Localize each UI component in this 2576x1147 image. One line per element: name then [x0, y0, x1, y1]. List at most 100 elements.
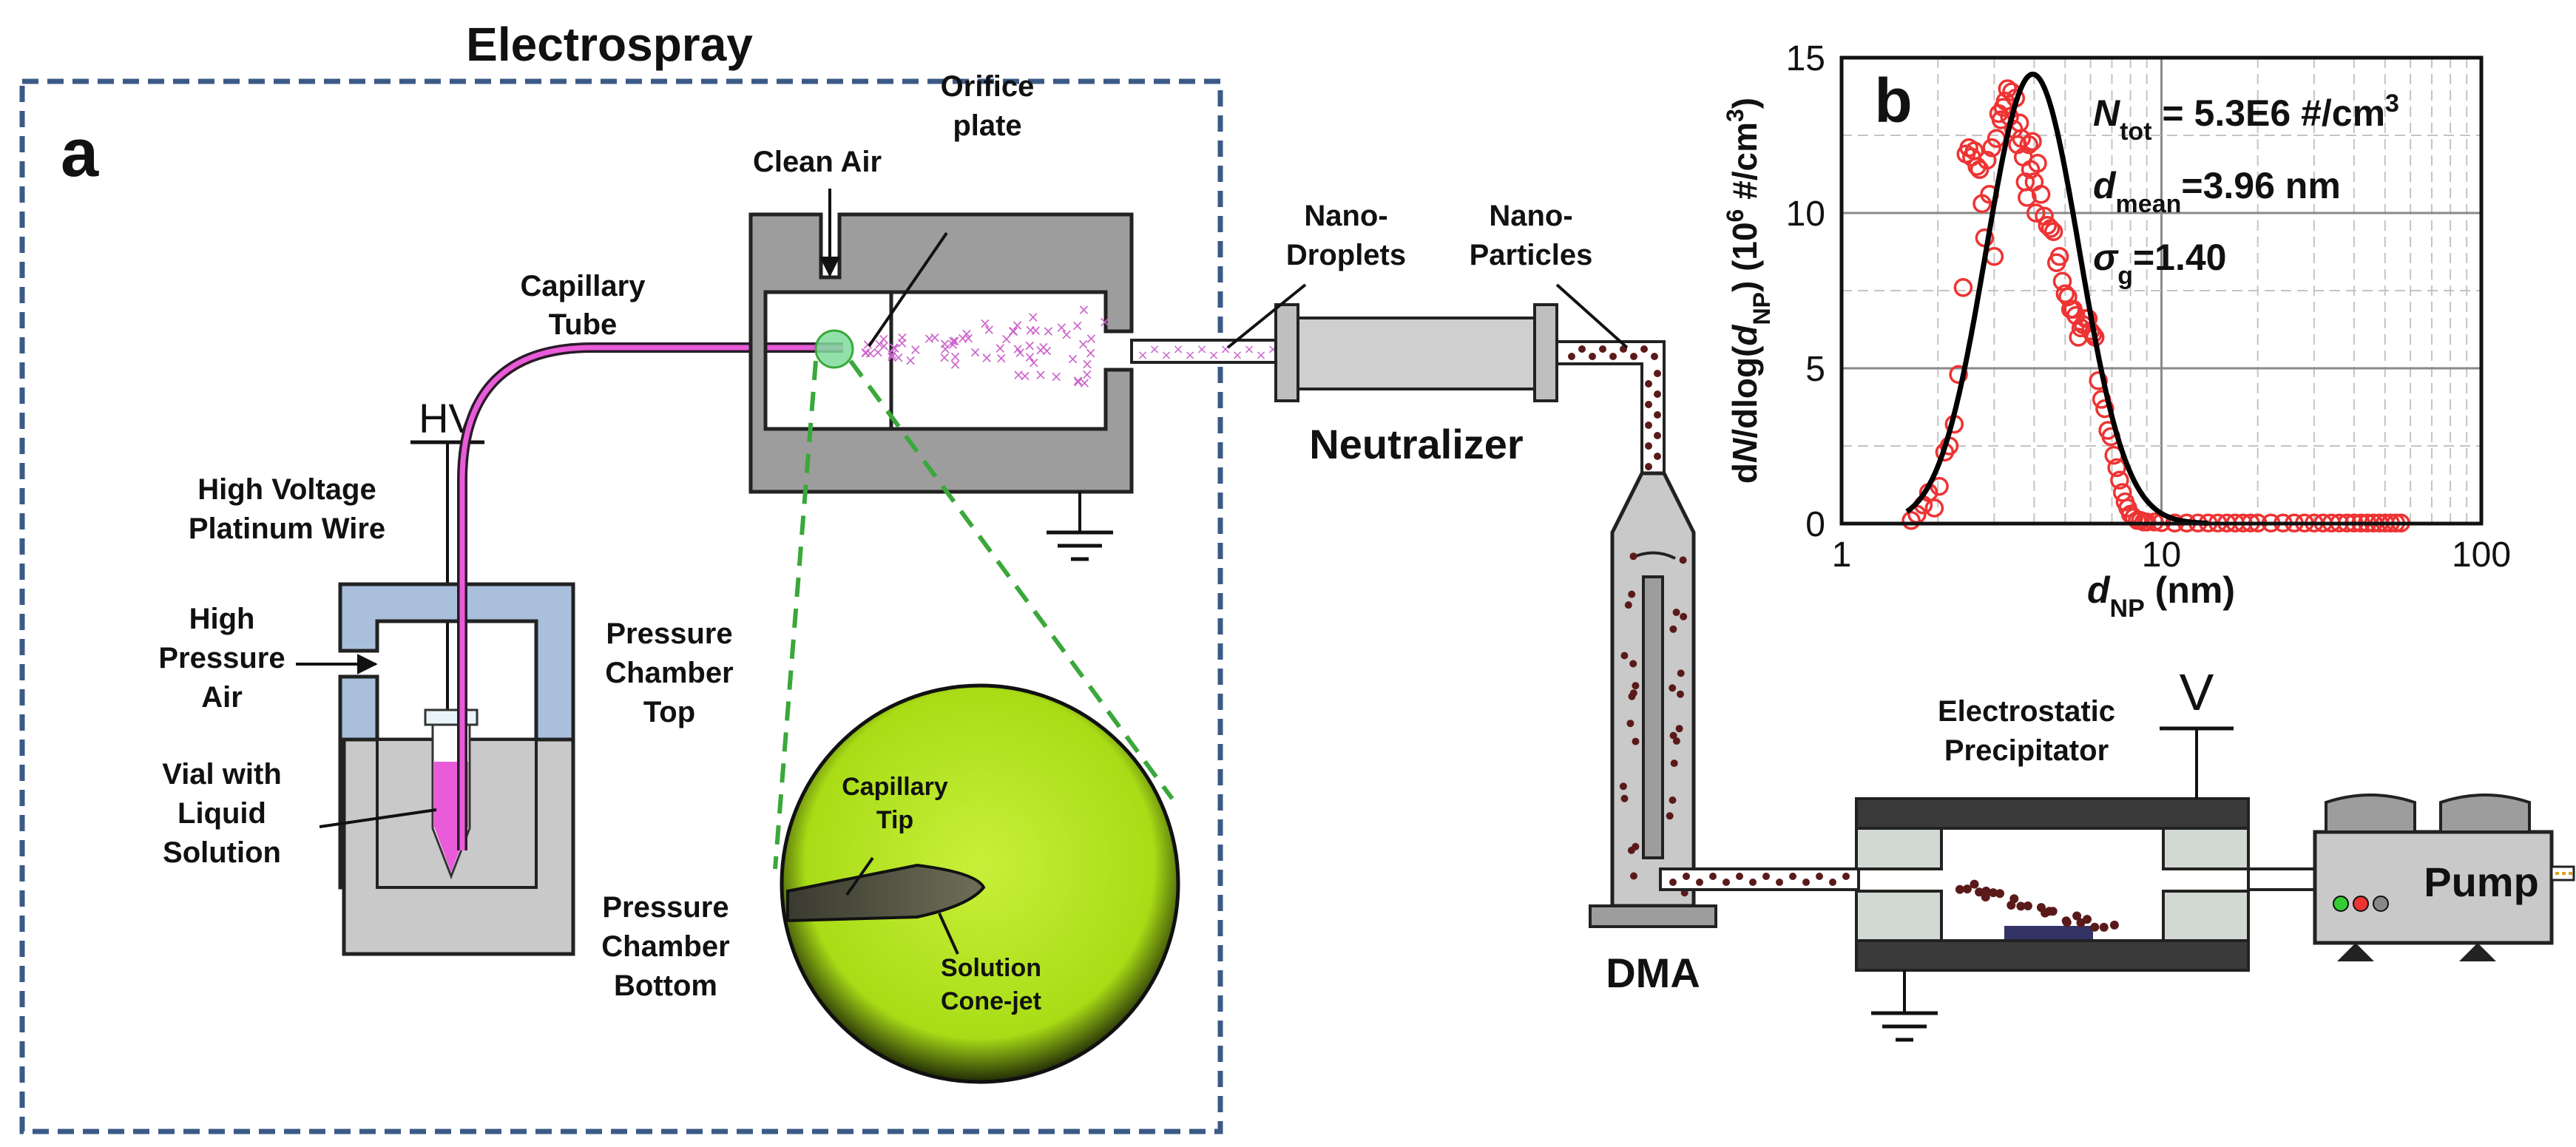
particle — [1666, 812, 1674, 820]
droplet: × — [896, 334, 908, 351]
capillary-tube-liquid — [459, 345, 843, 850]
ntot-symbol: N — [2093, 92, 2120, 134]
nano-droplets-label-2: Droplets — [1286, 239, 1406, 271]
particle — [2099, 922, 2109, 932]
particle — [2090, 922, 2100, 932]
particle — [1645, 380, 1652, 388]
particle — [1630, 872, 1637, 880]
capillary-tube-label-2: Tube — [549, 308, 618, 341]
cone-jet-leader — [938, 913, 959, 955]
cone-jet-label-2: Cone-jet — [941, 987, 1041, 1015]
pc-top-label-2: Chamber — [605, 657, 733, 689]
droplet: × — [1000, 330, 1013, 348]
nano-droplets-leader — [1226, 283, 1307, 349]
droplet: × — [981, 349, 993, 367]
particle — [1626, 720, 1634, 728]
particle — [2016, 901, 2026, 911]
neutralizer-flange-left — [1274, 303, 1299, 402]
pc-bottom-label-2: Chamber — [601, 930, 729, 963]
droplet: × — [947, 332, 959, 350]
hv-wire-label-1: High Voltage — [197, 473, 376, 506]
droplet: × — [1013, 365, 1025, 383]
ntot-value: = 5.3E6 #/cm — [2152, 92, 2386, 134]
plot-frame-top — [1839, 55, 2484, 526]
particle — [1789, 873, 1796, 880]
droplet: × — [949, 348, 961, 365]
droplet: × — [1077, 335, 1089, 353]
droplet: × — [1172, 342, 1183, 357]
droplet: × — [949, 356, 961, 373]
particle — [1679, 556, 1687, 564]
electrospray-title: Electrospray — [466, 18, 753, 71]
pipe-to-esp — [1659, 867, 1860, 891]
y-tick-label: 0 — [1805, 505, 1825, 544]
electrospray-chamber — [748, 212, 1134, 494]
particle — [1645, 442, 1652, 450]
esp-left-insulator-top — [1855, 827, 1943, 870]
particle — [1620, 794, 1629, 802]
particle — [1578, 345, 1586, 353]
lognormal-fit-curve — [1905, 71, 2208, 526]
droplet: × — [1208, 348, 1219, 363]
particle — [1975, 887, 1984, 897]
particle — [1629, 552, 1637, 561]
droplet: × — [1041, 342, 1053, 359]
droplet: × — [929, 328, 942, 346]
data-point — [2026, 203, 2046, 223]
particle — [1645, 463, 1652, 470]
particle — [1677, 690, 1684, 698]
droplet: × — [962, 329, 975, 347]
droplet: × — [1055, 319, 1068, 336]
y-tick-label: 5 — [1805, 350, 1825, 389]
droplet: × — [889, 339, 902, 356]
droplet: × — [939, 334, 951, 352]
pump-head-left — [2325, 794, 2416, 833]
droplet: × — [878, 337, 890, 355]
particle — [1683, 873, 1690, 880]
vial-leader — [319, 808, 437, 828]
droplet: × — [860, 344, 873, 362]
esp-bottom-electrode — [1855, 939, 2250, 972]
dmean-symbol: d — [2093, 165, 2117, 206]
particle — [1630, 353, 1637, 360]
vial-label-1: Vial with — [162, 758, 282, 791]
esp-right-insulator-bottom — [2162, 890, 2250, 942]
panel-letter-b: b — [1874, 66, 1912, 135]
x-axis-label: dNP (nm) — [2087, 569, 2235, 623]
tube-droplets: ×××××××××××× — [1137, 342, 1278, 363]
y-axis-label: dN/dlog(dNP) (106 #/cm3) — [1722, 98, 1775, 484]
capillary-tube-label-1: Capillary — [521, 270, 646, 302]
cone-jet-label-1: Solution — [941, 954, 1041, 982]
droplet: × — [1050, 368, 1063, 385]
orifice-leader — [868, 231, 948, 348]
particle — [1654, 453, 1661, 460]
data-point — [1977, 150, 1997, 170]
droplet: × — [1035, 365, 1047, 383]
esp-left-insulator-bottom — [1855, 890, 1943, 942]
particle — [1776, 879, 1783, 886]
zoom-line-left — [773, 360, 818, 870]
neutralizer — [1297, 317, 1536, 390]
particle — [1654, 411, 1661, 419]
particle — [2083, 915, 2092, 924]
capillary-tip-highlight — [814, 329, 854, 369]
esp-label-2: Precipitator — [1944, 734, 2109, 767]
droplet: × — [1220, 342, 1231, 357]
particle — [1619, 782, 1627, 791]
droplet: × — [1098, 313, 1111, 331]
data-point — [1967, 157, 1987, 176]
particle — [1645, 422, 1652, 429]
particle — [1842, 873, 1850, 880]
droplet: × — [1024, 348, 1036, 365]
particle — [2072, 911, 2082, 921]
droplet: × — [1231, 348, 1243, 363]
pump-green-led — [2333, 896, 2349, 912]
data-point — [2028, 154, 2047, 173]
electrospray-dashed-frame — [19, 78, 1223, 1134]
pc-bottom-label-1: Pressure — [602, 891, 728, 924]
hp-air-label-1: High — [189, 603, 255, 635]
droplet: × — [1027, 308, 1040, 326]
particle — [1802, 879, 1810, 886]
droplet: × — [1085, 330, 1098, 348]
